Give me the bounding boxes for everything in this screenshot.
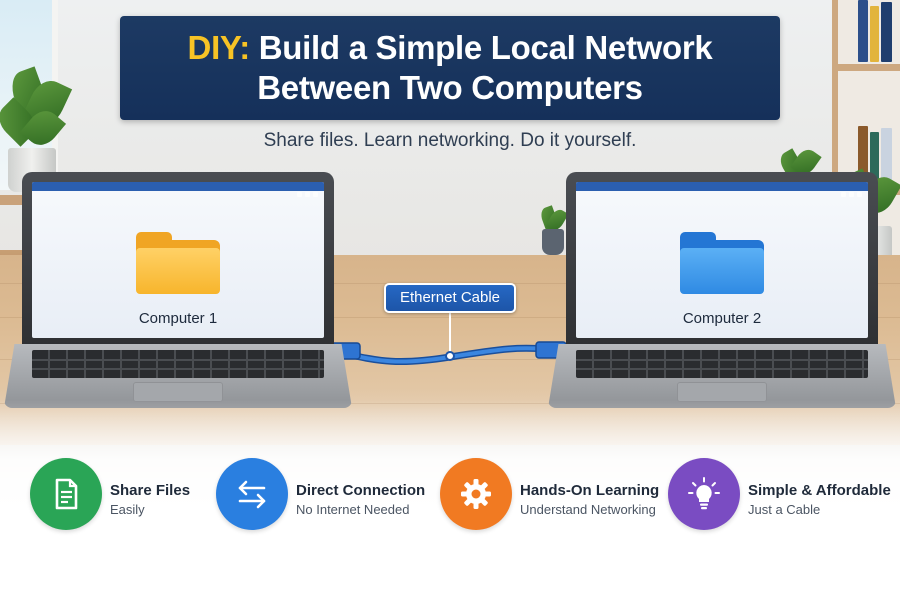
feature-title: Direct Connection [296,482,426,499]
title-line-1-text: Build a Simple Local Network [249,29,713,66]
keyboard [31,350,325,378]
title-line-1: DIY: Build a Simple Local Network [120,28,780,68]
feature-subtitle: Understand Networking [520,502,656,517]
feature-title: Share Files [110,482,191,499]
feature-title: Simple & Affordable [748,482,891,499]
plant-small [538,205,569,255]
title-banner: DIY: Build a Simple Local Network Betwee… [120,16,780,120]
ethernet-cable-label: Ethernet Cable [384,283,516,313]
subtitle: Share files. Learn networking. Do it you… [263,130,637,151]
lightbulb-icon [688,477,720,510]
folder-icon[interactable] [680,232,764,294]
title-line-2: Between Two Computers [257,69,643,106]
laptop-screen: Computer 2 [576,182,868,338]
computer-label: Computer 1 [138,310,218,327]
laptop-base [4,344,352,408]
feature-subtitle: No Internet Needed [296,502,410,517]
laptop-lid: Computer 2 [566,172,878,346]
laptop-base [548,344,896,408]
feature-subtitle: Just a Cable [748,502,821,517]
feature-icon-circle [216,458,288,530]
laptop-screen: Computer 1 [32,182,324,338]
trackpad [676,382,768,402]
window-titlebar [32,182,324,197]
swap-arrows-icon [238,480,266,509]
trackpad [132,382,224,402]
window-titlebar [576,182,868,197]
feature-icon-circle [668,458,740,530]
title-accent: DIY: [187,29,251,66]
feature-icon-circle [440,458,512,530]
computer-label: Computer 2 [682,310,762,327]
feature-title: Hands-On Learning [520,482,660,499]
feature-subtitle: Easily [110,502,145,517]
folder-icon[interactable] [136,232,220,294]
feature-icon-circle [30,458,102,530]
document-icon [55,478,78,510]
keyboard [575,350,869,378]
laptop-lid: Computer 1 [22,172,334,346]
gear-icon [461,479,491,509]
